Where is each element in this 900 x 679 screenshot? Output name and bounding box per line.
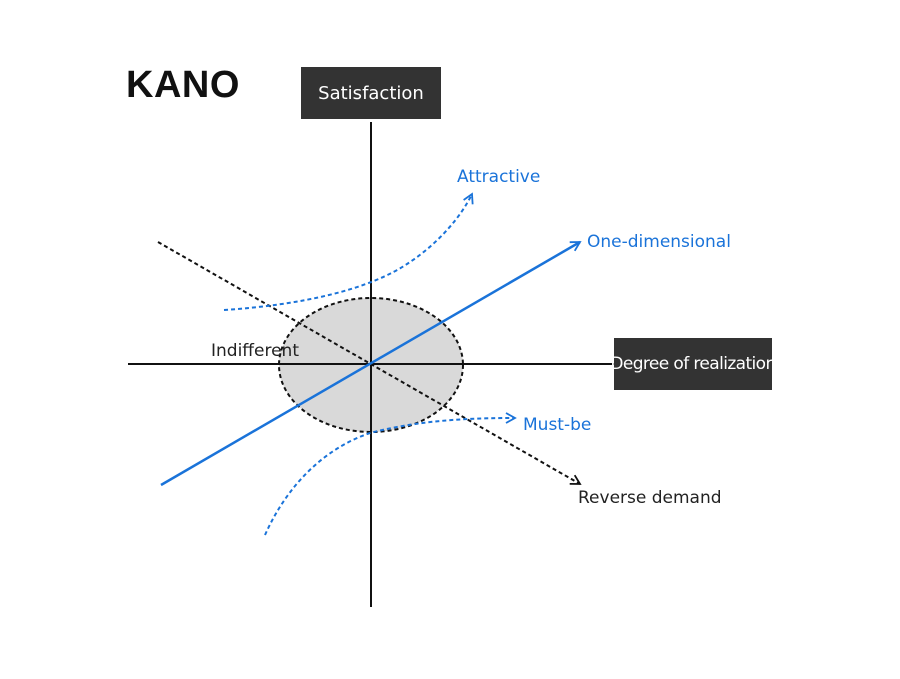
diagram-title: KANO <box>126 64 240 106</box>
one-dimensional-curve <box>160 240 582 487</box>
one-dimensional-label: One-dimensional <box>587 232 731 252</box>
must-be-curve <box>264 412 517 536</box>
x-axis-label: Degree of realization <box>610 338 776 390</box>
y-axis-label: Satisfaction <box>301 67 441 119</box>
reverse-demand-label: Reverse demand <box>578 488 722 508</box>
attractive-label: Attractive <box>457 167 541 187</box>
must-be-label: Must-be <box>523 415 592 435</box>
attractive-curve <box>223 192 474 311</box>
indifferent-label: Indifferent <box>211 341 299 361</box>
